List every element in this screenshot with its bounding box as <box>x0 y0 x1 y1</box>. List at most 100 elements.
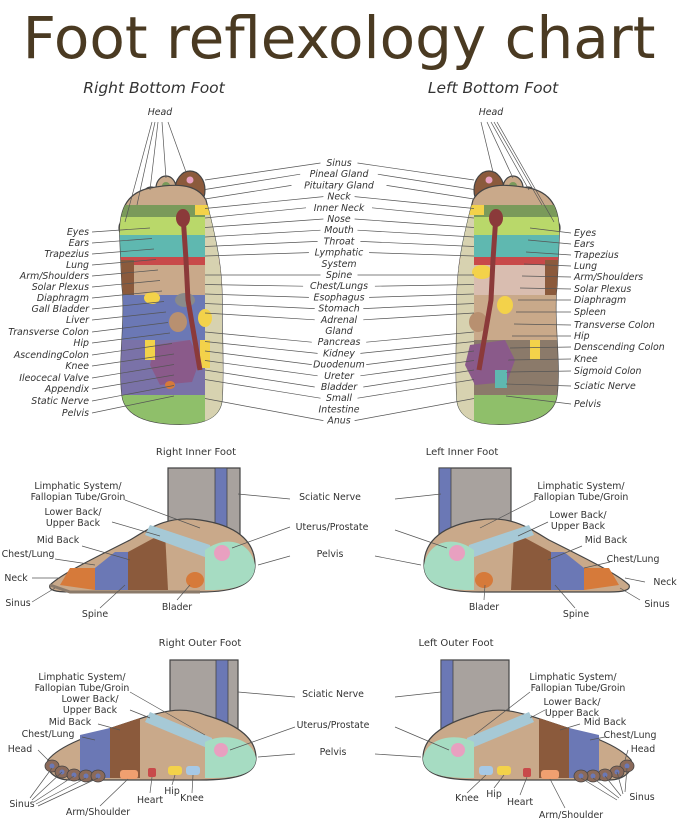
center-label: Neck <box>327 192 351 203</box>
center-label: Gland <box>325 326 353 337</box>
center-label: Ureter <box>324 371 355 382</box>
label-head-right: Head <box>148 107 173 118</box>
leader-line <box>366 331 475 343</box>
right-foot-label: Eyes <box>67 227 89 238</box>
leader-line <box>377 173 475 190</box>
label-outer-head: Head <box>8 744 33 755</box>
leader-line <box>91 290 163 299</box>
leader-line <box>204 284 304 287</box>
leader-line <box>91 259 157 266</box>
leader-line <box>369 252 475 257</box>
right-foot-label: Knee <box>65 361 89 372</box>
label-sinus: Sinus <box>5 598 30 609</box>
left-foot-label: Sciatic Nerve <box>574 381 636 392</box>
label-outer-hip-left: Hip <box>486 789 502 800</box>
right-foot-label: Solar Plexus <box>32 282 89 293</box>
label-outer-lower-back-1-left: Lower Back/ <box>544 697 602 708</box>
section-right-inner: Right Inner Foot <box>156 447 236 458</box>
leader-line <box>507 358 572 361</box>
leader-line <box>91 311 167 321</box>
label-outer-uterus: Uterus/Prostate <box>297 720 370 731</box>
label-outer-limphatic-2: Fallopian Tube/Groin <box>35 683 130 694</box>
label-chest-lung: Chest/Lung <box>2 549 55 560</box>
center-label: Pineal Gland <box>310 169 369 180</box>
leader-line <box>204 293 309 298</box>
left-foot-label: Diaphragm <box>574 295 626 306</box>
label-outer-head-left: Head <box>631 744 656 755</box>
center-label: Bladder <box>321 382 358 393</box>
leader-line <box>525 251 572 256</box>
leader-line <box>363 303 475 309</box>
leader-line <box>354 196 475 209</box>
center-label: Stomach <box>318 304 359 315</box>
label-lower-back-1: Lower Back/ <box>45 507 103 518</box>
section-left-bottom: Left Bottom Foot <box>428 79 559 97</box>
leader-line <box>91 322 169 333</box>
right-foot-label: Lung <box>66 260 89 271</box>
leader-line <box>529 227 572 234</box>
leader-line <box>91 332 171 344</box>
center-label: Pituitary Gland <box>304 180 374 191</box>
section-left-outer: Left Outer Foot <box>418 638 493 649</box>
center-label: Throat <box>324 236 355 247</box>
left-bottom-foot <box>455 170 561 425</box>
leader-line <box>91 343 173 356</box>
right-outer-labels: Limphatic System/ Fallopian Tube/Groin L… <box>8 672 370 818</box>
label-outer-chest-lung-left: Chest/Lung <box>604 730 657 741</box>
right-foot-label: Pelvis <box>62 408 89 419</box>
left-foot-label: Sigmoid Colon <box>574 366 642 377</box>
label-head-left: Head <box>479 107 504 118</box>
label-neck: Neck <box>4 573 28 584</box>
leader-line <box>91 395 175 414</box>
right-foot-label: Hip <box>73 338 89 349</box>
section-right-bottom: Right Bottom Foot <box>83 79 225 97</box>
leader-line <box>371 207 475 219</box>
leader-line <box>204 331 312 343</box>
right-side-labels: EyesEarsTrapeziusLungArm/ShouldersSolar … <box>8 227 175 419</box>
label-outer-sciatic: Sciatic Nerve <box>302 689 364 700</box>
leader-line <box>204 185 292 200</box>
center-label: Mouth <box>324 225 353 236</box>
label-outer-lower-back-2: Upper Back <box>63 705 118 716</box>
label-outer-sinus: Sinus <box>9 799 34 810</box>
right-inner-labels: Limphatic System/ Fallopian Tube/Groin L… <box>2 481 369 620</box>
label-outer-lower-back-1: Lower Back/ <box>62 694 120 705</box>
leader-line <box>521 275 572 278</box>
left-foot-label: Transverse Colon <box>574 320 655 331</box>
leader-line <box>204 241 318 247</box>
left-foot-label: Trapezius <box>574 250 619 261</box>
leader-line <box>505 370 572 373</box>
page-title: Foot reflexology chart <box>23 4 656 72</box>
leader-line <box>204 162 321 181</box>
leader-line <box>204 379 321 399</box>
label-neck-left: Neck <box>653 577 677 588</box>
label-outer-mid-back: Mid Back <box>49 717 92 728</box>
center-label: Nose <box>327 214 351 225</box>
leader-line <box>363 312 475 321</box>
right-foot-label: Gall Bladder <box>31 304 90 315</box>
label-lower-back-2-left: Upper Back <box>551 521 606 532</box>
left-foot-label: Eyes <box>574 228 596 239</box>
left-foot-label: Pelvis <box>574 399 601 410</box>
label-limphatic-2-left: Fallopian Tube/Groin <box>534 492 629 503</box>
label-outer-knee-left: Knee <box>455 793 479 804</box>
label-chest-lung-left: Chest/Lung <box>607 554 660 565</box>
leader-line <box>354 218 475 228</box>
right-foot-label: Trapezius <box>44 249 89 260</box>
center-label: Lymphatic <box>315 248 364 259</box>
leader-line <box>366 350 475 365</box>
center-label: Kidney <box>323 348 355 359</box>
left-outer-labels: Limphatic System/ Fallopian Tube/Groin L… <box>374 672 657 821</box>
left-outer-foot <box>422 659 635 783</box>
label-mid-back: Mid Back <box>37 535 80 546</box>
label-spine: Spine <box>82 609 108 620</box>
label-mid-back-left: Mid Back <box>585 535 628 546</box>
leader-line <box>204 350 312 365</box>
label-lower-back-1-left: Lower Back/ <box>550 510 608 521</box>
left-foot-label: Denscending Colon <box>574 342 665 353</box>
leader-line <box>357 162 475 181</box>
leader-line <box>505 395 572 405</box>
leader-line <box>363 369 475 388</box>
label-lower-back-2: Upper Back <box>46 518 101 529</box>
